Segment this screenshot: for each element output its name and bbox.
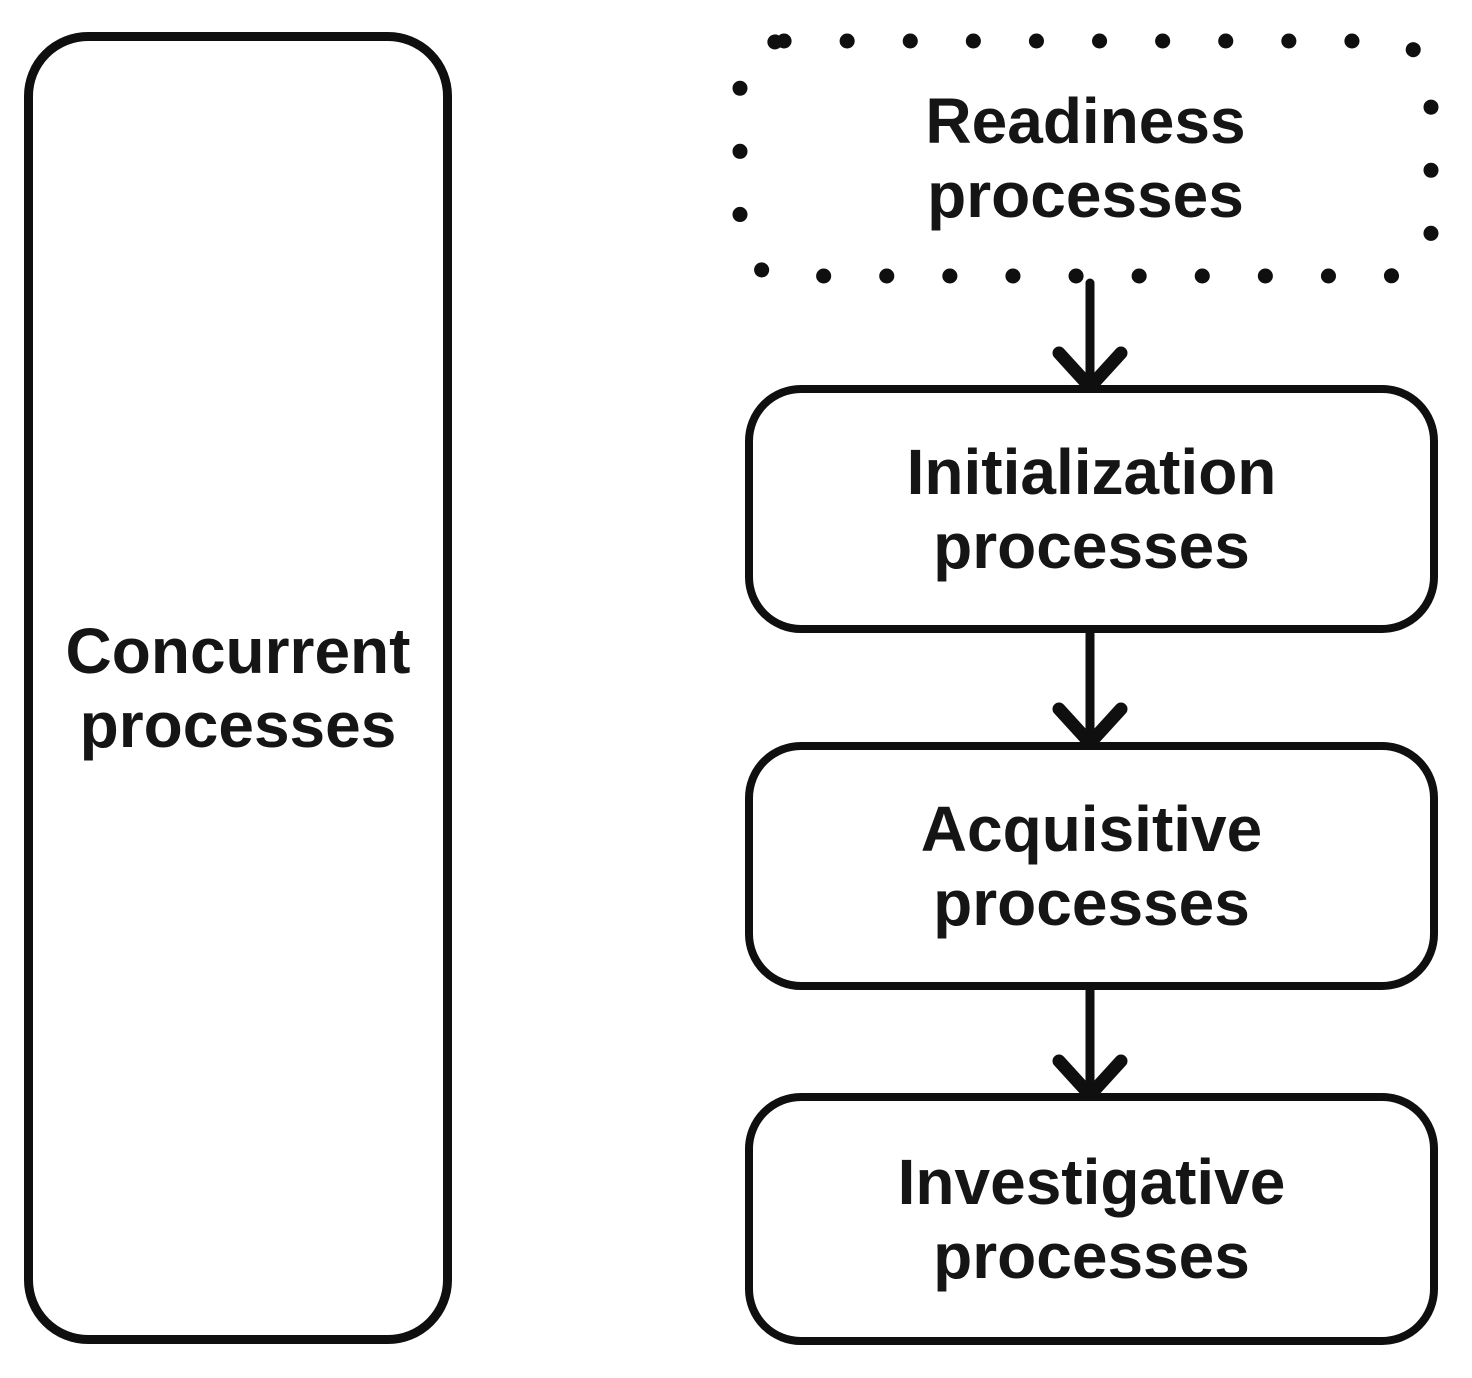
node-label-line2: processes [79, 689, 397, 761]
node-label: Acquisitive processes [921, 792, 1262, 940]
node-initialization-processes: Initialization processes [745, 385, 1438, 633]
node-investigative-processes: Investigative processes [745, 1093, 1438, 1345]
arrow-initialization-to-acquisitive [1052, 629, 1128, 750]
node-label-line1: Readiness [925, 85, 1246, 157]
node-label: Initialization processes [907, 435, 1277, 583]
node-label-line2: processes [933, 510, 1250, 582]
node-label-line2: processes [933, 867, 1250, 939]
node-label-line2: processes [927, 159, 1244, 231]
node-label: Investigative processes [898, 1145, 1286, 1293]
node-label: Concurrent processes [66, 614, 411, 762]
node-readiness-processes: Readiness processes [733, 33, 1438, 283]
node-label-line1: Investigative [897, 1146, 1286, 1218]
arrow-acquisitive-to-investigative [1052, 986, 1128, 1102]
node-label-line1: Concurrent [65, 615, 411, 687]
node-label-line2: processes [933, 1220, 1250, 1292]
node-label-line1: Acquisitive [920, 793, 1263, 865]
node-label: Readiness processes [925, 84, 1245, 232]
node-concurrent-processes: Concurrent processes [24, 32, 452, 1344]
arrow-readiness-to-initialization [1052, 278, 1128, 394]
node-label-line1: Initialization [906, 436, 1277, 508]
readiness-dotted-border [732, 33, 1439, 284]
node-acquisitive-processes: Acquisitive processes [745, 742, 1438, 990]
